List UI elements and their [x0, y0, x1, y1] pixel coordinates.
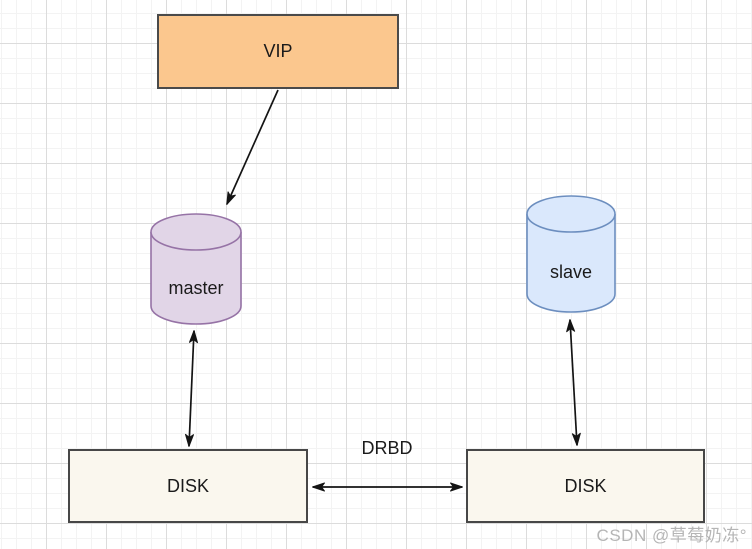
cylinder-shape-master — [150, 213, 242, 325]
edge-slave-disk-right — [566, 319, 581, 446]
cylinder-shape-slave — [526, 195, 616, 313]
edge-vip-master — [226, 89, 279, 205]
node-disk-left: DISK — [68, 449, 308, 523]
node-master: master — [150, 213, 242, 325]
node-vip: VIP — [157, 14, 399, 89]
node-vip-label: VIP — [263, 41, 293, 61]
node-disk-right-label: DISK — [564, 475, 607, 496]
edge-master-disk-left — [185, 330, 198, 447]
watermark: CSDN @草莓奶冻° — [596, 526, 747, 545]
node-master-label: master — [168, 278, 224, 298]
node-disk-left-label: DISK — [166, 475, 209, 496]
node-disk-right: DISK — [466, 449, 705, 523]
node-slave-label: slave — [549, 262, 593, 282]
node-slave: slave — [526, 195, 616, 313]
edge-label-drbd: DRBD — [361, 438, 413, 458]
